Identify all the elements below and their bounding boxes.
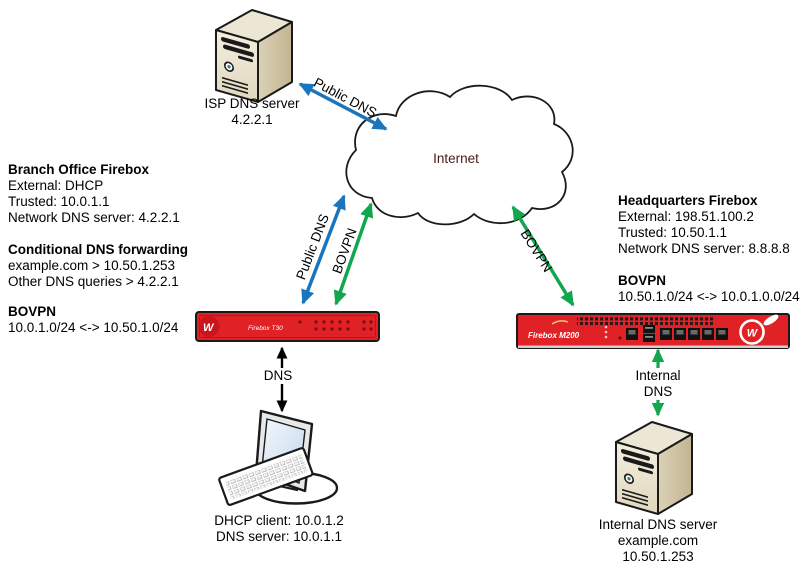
hq-firebox-leds [604,325,608,339]
branch-logo-letter: W [203,322,215,334]
svg-text:W: W [747,328,759,340]
hq-info-title: Headquarters Firebox [618,193,758,208]
watchguard-logo-icon [198,316,220,337]
dhcp-client-caption: DHCP client: 10.0.1.2 DNS server: 10.0.1… [214,513,344,544]
hq-firebox-model-label: Firebox M200 [528,331,580,340]
vent-grid [577,317,715,327]
dhcp-client-icon [218,409,339,506]
branch-firebox-leds [298,320,373,331]
dns-arrow-label: DNS [261,368,295,384]
internet-label: Internet [433,151,479,166]
arrow-bovpn-branch [333,202,374,306]
branch-firebox-model-label: Firebox T30 [248,325,283,332]
hq-firebox: Firebox M200 W [516,313,790,349]
watchguard-script-mark [551,320,569,325]
branch-info-block: Branch Office Firebox External: DHCP Tru… [8,162,188,335]
branch-bovpn-title: BOVPN [8,304,57,319]
internal-dns-server-icon [615,421,693,515]
ethernet-ports [626,325,728,342]
watchguard-logo-icon: W [739,314,779,345]
isp-server-caption: ISP DNS server 4.2.2.1 [204,96,300,127]
hq-info-block: Headquarters Firebox External: 198.51.10… [618,193,800,304]
conditional-dns-title: Conditional DNS forwarding [8,242,188,257]
arrow-public-dns-isp [298,82,388,131]
internal-server-caption: Internal DNS server example.com 10.50.1.… [598,517,718,564]
keyboard-icon [218,447,314,506]
branch-firebox: W Firebox T30 [195,311,380,342]
internal-dns-arrow-label: Internal DNS [633,368,683,400]
arrow-bovpn-hq [511,205,575,307]
branch-info-title: Branch Office Firebox [8,162,150,177]
isp-dns-server-icon [215,9,293,103]
hq-bovpn-title: BOVPN [618,273,667,288]
